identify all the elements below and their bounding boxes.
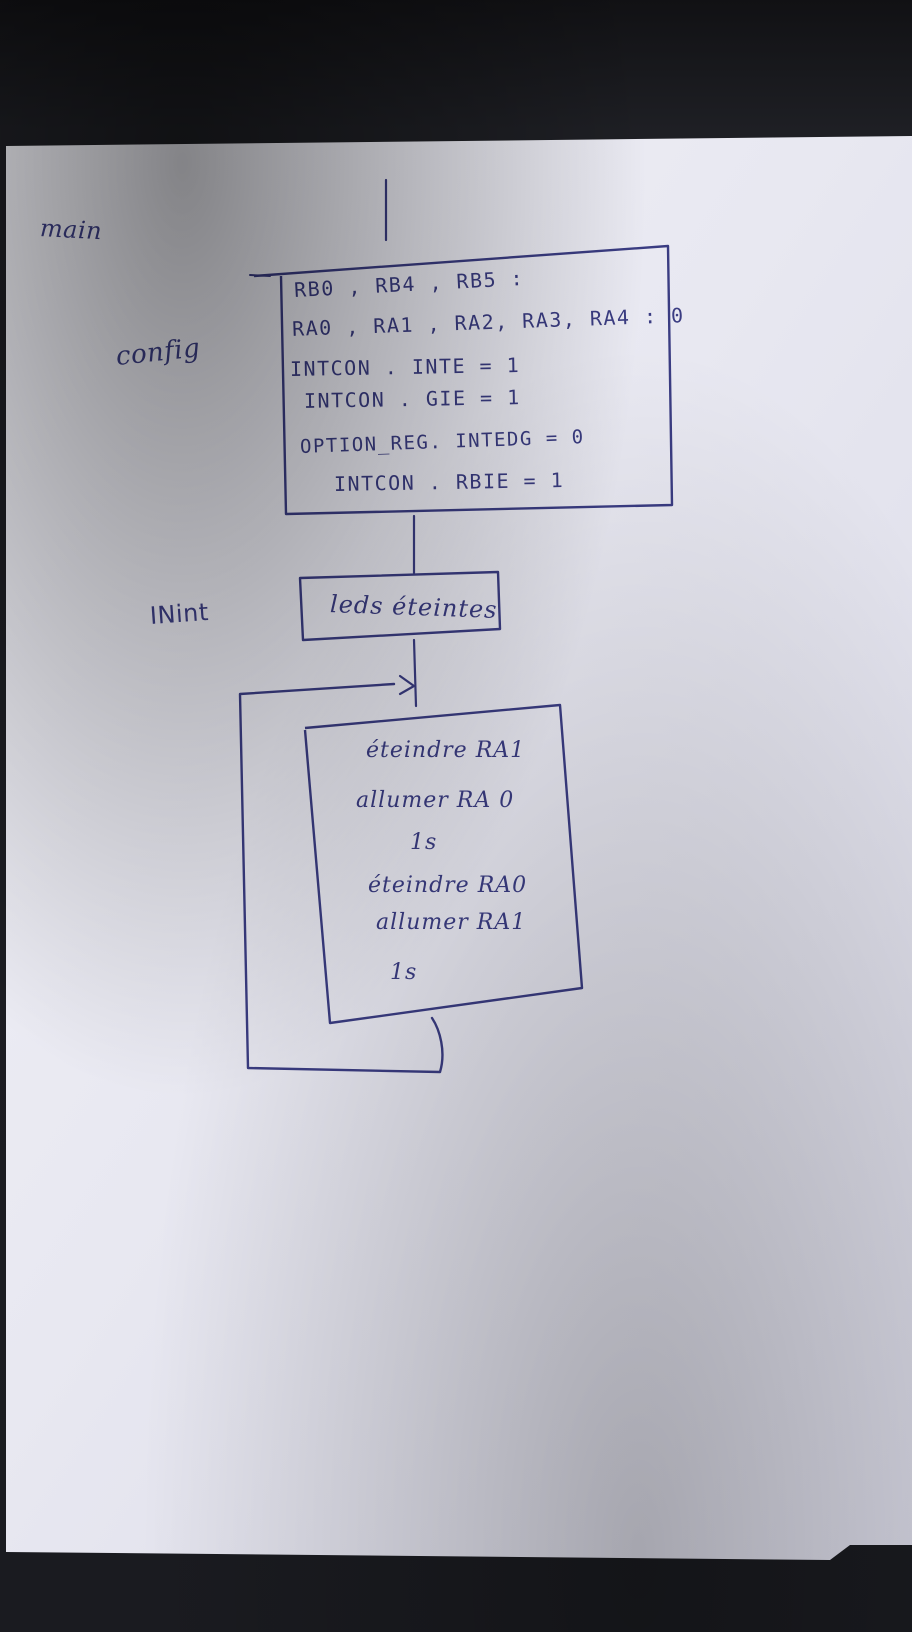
config-line-6: INTCON . RBIE = 1 bbox=[333, 467, 565, 497]
config-box-outline bbox=[253, 244, 674, 516]
init-label: INint bbox=[149, 597, 210, 630]
loop-line-5: allumer RA1 bbox=[376, 910, 527, 935]
loop-line-3: 1s bbox=[410, 830, 438, 855]
config-line-4: INTCON . GIE = 1 bbox=[303, 385, 521, 413]
config-line-3: INTCON . INTE = 1 bbox=[289, 352, 521, 382]
main-label: main bbox=[39, 214, 103, 246]
init-box-outline bbox=[298, 570, 502, 642]
loop-box-outline bbox=[303, 703, 584, 1025]
init-box-text: leds éteintes bbox=[329, 590, 498, 624]
loop-line-1: éteindre RA1 bbox=[366, 738, 526, 763]
paper-surface bbox=[6, 136, 912, 1560]
loop-line-2: allumer RA 0 bbox=[356, 788, 515, 813]
config-box-tick bbox=[249, 274, 271, 277]
loop-back-line bbox=[238, 682, 444, 1074]
loop-line-6: 1s bbox=[390, 960, 418, 985]
init-to-loop-line bbox=[412, 638, 418, 708]
loop-line-4: éteindre RA0 bbox=[368, 873, 528, 898]
loop-arrow-head bbox=[398, 674, 416, 696]
